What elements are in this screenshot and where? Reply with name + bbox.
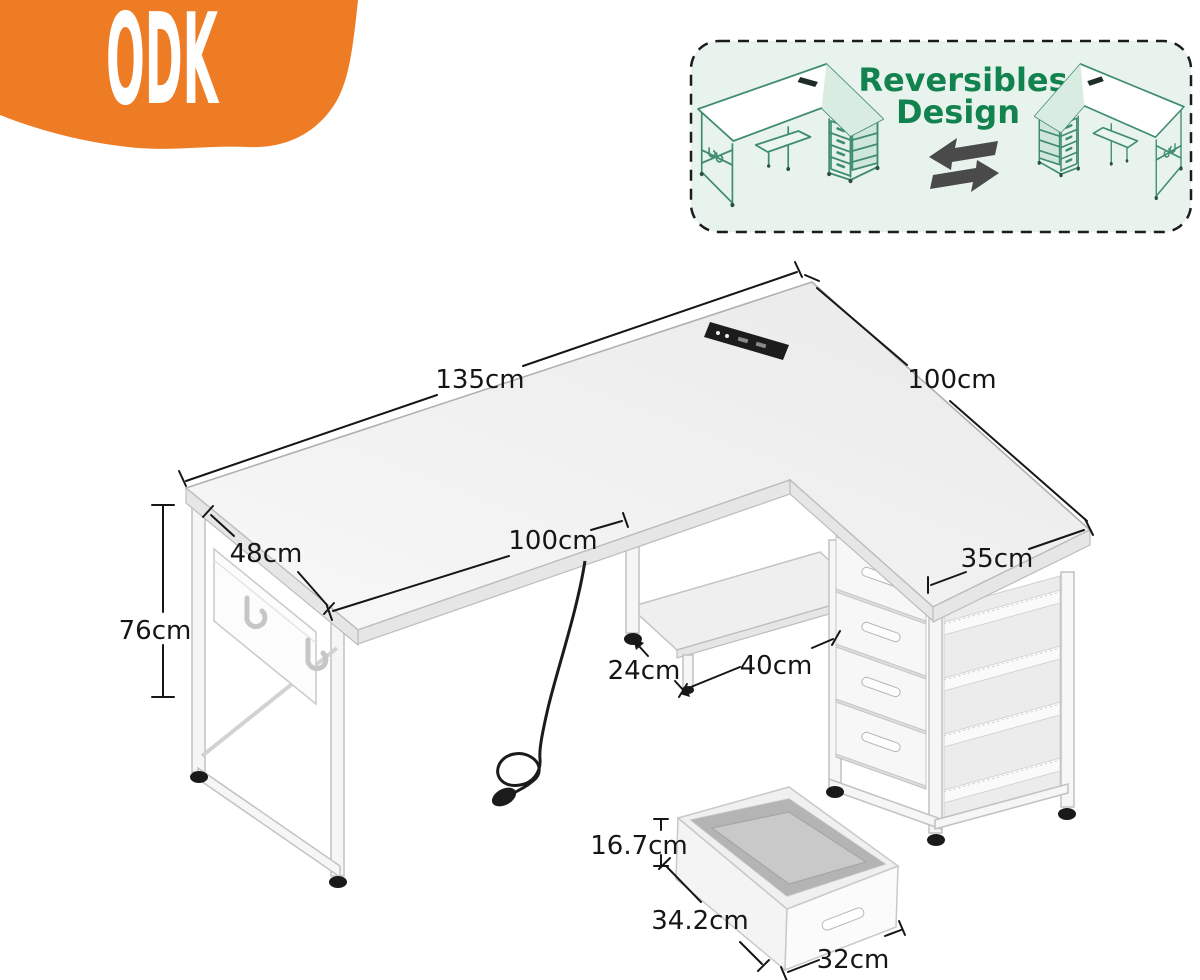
brand-logo: ODK	[0, 0, 358, 149]
desk-middle-leg	[625, 542, 640, 634]
swap-arrows-icon	[929, 138, 999, 192]
drawer-handles	[861, 566, 901, 753]
shelf-leg	[682, 654, 694, 689]
dim-label-drawer-depth: 34.2cm	[651, 906, 749, 936]
dim-label-desk-right-edge: 100cm	[907, 365, 996, 395]
dim-label-desk-height: 76cm	[119, 616, 192, 646]
hanging-hooks-icon	[244, 595, 329, 672]
badge-title-line2: Design	[896, 93, 1020, 131]
desk-top-edge-bands	[185, 478, 1091, 647]
power-cable	[496, 560, 587, 796]
reversible-design-badge: Reversibles Design	[689, 39, 1193, 234]
dim-label-shelf-width: 40cm	[740, 651, 813, 681]
badge-title-line1: Reversibles	[858, 61, 1067, 99]
dim-label-drawer-width: 32cm	[817, 945, 890, 975]
dim-label-desk-right-depth: 35cm	[961, 544, 1034, 574]
dim-label-drawer-height: 16.7cm	[590, 831, 688, 861]
side-storage-pocket	[213, 547, 317, 706]
desk-left-leg-frame	[190, 502, 347, 888]
dim-label-desk-left-depth: 48cm	[230, 539, 303, 569]
brand-logo-text: ODK	[106, 0, 220, 133]
desk-illustration	[184, 281, 1092, 888]
power-strip	[704, 322, 789, 360]
storage-drawer-illustration	[675, 786, 900, 972]
dim-label-desk-back-edge: 135cm	[435, 365, 524, 395]
dim-label-shelf-clearance: 24cm	[608, 656, 681, 686]
drawer-handle	[821, 907, 865, 931]
power-plug-icon	[491, 787, 517, 807]
dimension-annotations: 135cm 100cm 48cm 100cm 35cm 76cm 24cm 40…	[119, 261, 1094, 980]
logo-blob-shape	[0, 0, 358, 149]
dim-label-desk-front-edge: 100cm	[508, 526, 597, 556]
